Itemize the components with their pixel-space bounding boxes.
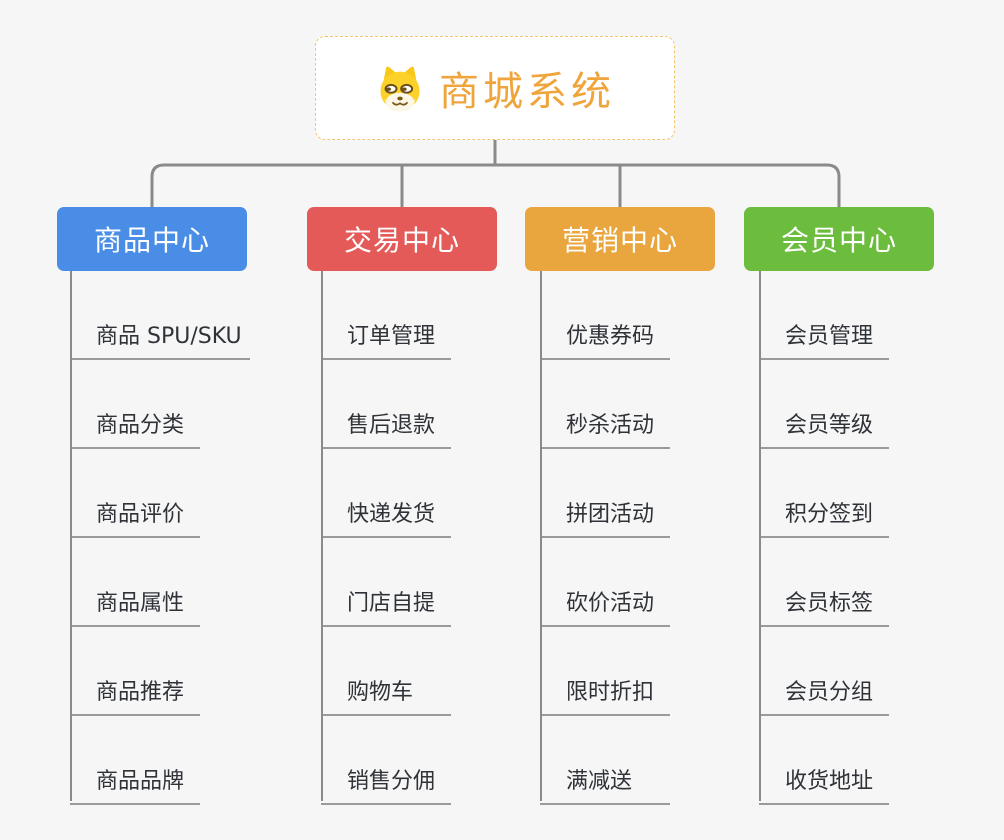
leaf-node[interactable]: 售后退款 xyxy=(321,413,451,449)
leaf-node[interactable]: 快递发货 xyxy=(321,502,451,538)
leaf-node[interactable]: 拼团活动 xyxy=(540,502,670,538)
branch-column-member-center: 会员管理 会员等级 积分签到 会员标签 会员分组 收货地址 xyxy=(759,271,889,805)
leaf-node[interactable]: 会员管理 xyxy=(759,324,889,360)
leaf-node[interactable]: 限时折扣 xyxy=(540,680,670,716)
leaf-node[interactable]: 商品 SPU/SKU xyxy=(70,324,250,360)
leaf-node[interactable]: 积分签到 xyxy=(759,502,889,538)
branch-header-marketing-center[interactable]: 营销中心 xyxy=(525,207,715,271)
leaf-node[interactable]: 优惠券码 xyxy=(540,324,670,360)
leaf-node[interactable]: 购物车 xyxy=(321,680,451,716)
leaf-node[interactable]: 商品品牌 xyxy=(70,769,200,805)
branch-column-product-center: 商品 SPU/SKU 商品分类 商品评价 商品属性 商品推荐 商品品牌 xyxy=(70,271,250,805)
leaf-node[interactable]: 满减送 xyxy=(540,769,670,805)
branch-trunk-line xyxy=(540,271,542,801)
leaf-node[interactable]: 秒杀活动 xyxy=(540,413,670,449)
leaf-node[interactable]: 收货地址 xyxy=(759,769,889,805)
leaf-node[interactable]: 订单管理 xyxy=(321,324,451,360)
branch-trunk-line xyxy=(759,271,761,801)
leaf-node[interactable]: 门店自提 xyxy=(321,591,451,627)
leaf-node[interactable]: 会员标签 xyxy=(759,591,889,627)
leaf-node[interactable]: 商品评价 xyxy=(70,502,200,538)
leaf-node[interactable]: 商品推荐 xyxy=(70,680,200,716)
branch-header-product-center[interactable]: 商品中心 xyxy=(57,207,247,271)
branch-column-trade-center: 订单管理 售后退款 快递发货 门店自提 购物车 销售分佣 xyxy=(321,271,451,805)
branch-bus-line xyxy=(150,163,841,212)
leaf-node[interactable]: 商品分类 xyxy=(70,413,200,449)
root-node[interactable]: 商城系统 xyxy=(315,36,675,140)
leaf-node[interactable]: 会员分组 xyxy=(759,680,889,716)
branch-header-member-center[interactable]: 会员中心 xyxy=(744,207,934,271)
leaf-node[interactable]: 会员等级 xyxy=(759,413,889,449)
leaf-node[interactable]: 销售分佣 xyxy=(321,769,451,805)
root-title: 商城系统 xyxy=(439,69,615,115)
branch-header-trade-center[interactable]: 交易中心 xyxy=(307,207,497,271)
branch-column-marketing-center: 优惠券码 秒杀活动 拼团活动 砍价活动 限时折扣 满减送 xyxy=(540,271,670,805)
doge-icon xyxy=(375,63,425,113)
branch-trunk-line xyxy=(70,271,72,801)
leaf-node[interactable]: 砍价活动 xyxy=(540,591,670,627)
branch-trunk-line xyxy=(321,271,323,801)
leaf-node[interactable]: 商品属性 xyxy=(70,591,200,627)
